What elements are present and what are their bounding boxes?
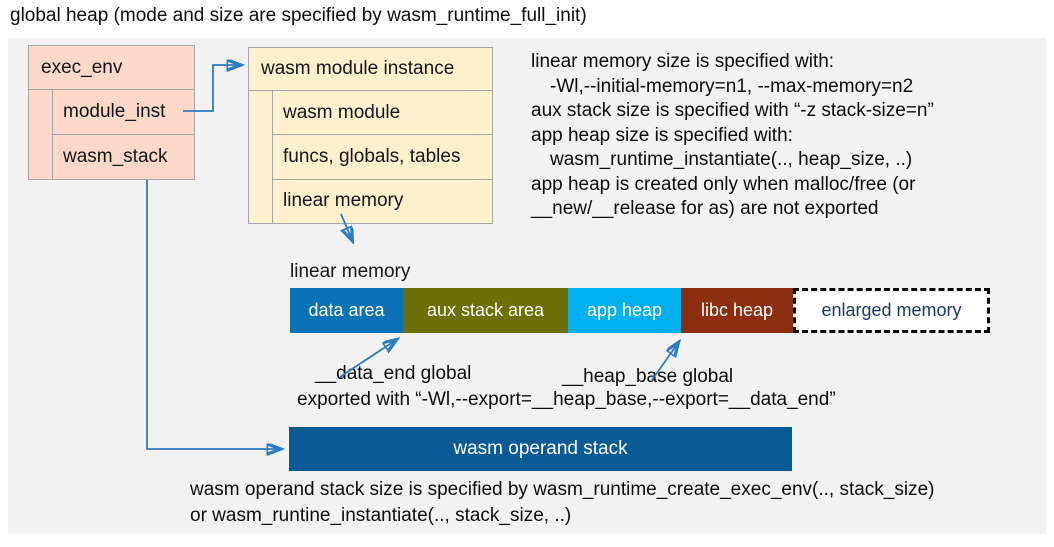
exported-with-label: exported with “-Wl,--export=__heap_base,… [297,389,836,410]
size-notes: linear memory size is specified with: -W… [531,50,934,222]
wasm-module-instance-rows: wasm module funcs, globals, tables linea… [273,91,492,223]
segment-app-heap: app heap [568,288,681,333]
data-end-global-label: __data_end global [315,363,472,384]
exec-env-body: module_inst wasm_stack [29,90,194,179]
footer-notes: wasm operand stack size is specified by … [190,477,935,528]
note-line: linear memory size is specified with: [531,51,835,72]
note-line: app heap size is specified with: [531,124,793,146]
wasm-operand-stack-box: wasm operand stack [289,427,792,471]
segment-data-area: data area [290,288,403,333]
segment-aux-stack-area: aux stack area [403,288,568,333]
note-line: -Wl,--initial-memory=n1, --max-memory=n2 [550,75,914,97]
exec-env-row-module-inst: module_inst [63,101,166,122]
footer-line: wasm operand stack size is specified by … [190,479,935,500]
wasm-module-instance-box: wasm module instance wasm module funcs, … [248,47,493,224]
page-title: global heap (mode and size are specified… [10,5,587,26]
note-line: aux stack size is specified with “-z sta… [531,100,934,121]
wasm-operand-stack-label: wasm operand stack [453,438,628,459]
note-line: app heap is created only when malloc/fre… [531,173,916,195]
row-funcs-globals-tables: funcs, globals, tables [273,134,492,178]
note-line: __new/__release for as) are not exported [531,198,879,219]
exec-env-rows: module_inst wasm_stack [53,90,194,179]
wasm-module-instance-body: wasm module funcs, globals, tables linea… [249,91,492,223]
exec-env-box: exec_env module_inst wasm_stack [28,45,195,180]
row-wasm-module: wasm module [283,101,401,123]
segment-libc-heap: libc heap [681,288,793,333]
note-line: wasm_runtime_instantiate(.., heap_size, … [550,149,913,170]
wasm-module-instance-indent-strip [249,91,273,223]
heap-base-global-label: __heap_base global [562,366,734,387]
row-linear-memory: linear memory [273,178,492,223]
linear-memory-label: linear memory [290,261,411,282]
segment-enlarged-memory: enlarged memory [793,288,990,333]
linear-memory-bar: data area aux stack area app heap libc h… [290,288,990,333]
wasm-module-instance-header: wasm module instance [249,48,492,91]
exec-env-header: exec_env [29,46,194,90]
exec-env-row-wasm-stack: wasm_stack [53,134,194,179]
exec-env-indent-strip [29,90,53,179]
footer-line: or wasm_runtine_instantiate(.., stack_si… [190,504,572,526]
